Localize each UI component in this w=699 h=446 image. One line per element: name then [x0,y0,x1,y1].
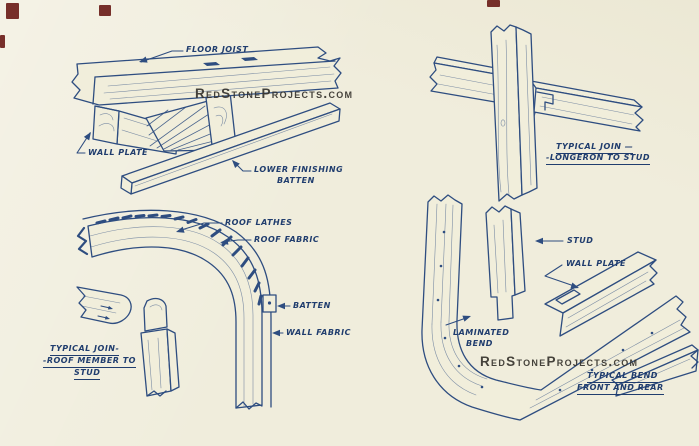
roof-member-caption-line2: -ROOF MEMBER TO [43,356,136,368]
lower-finishing-batten-label-line1: LOWER FINISHING [254,165,344,174]
stud-post [485,205,526,321]
stud-post [490,24,538,202]
roof-stud-diagram [76,209,291,410]
roof-member-caption-line3: STUD [74,368,101,380]
longeron-beam-left [429,56,502,104]
floor-joist-beam [71,46,342,106]
wall-plate-label: WALL PLATE [88,148,149,157]
roof-fabric-skin [82,209,272,408]
laminated-bend-label-line1: LAMINATED [453,328,510,337]
longeron-stud-diagram [429,24,644,202]
finishing-batten-rail [120,102,341,195]
roof-member-caption-line1: TYPICAL JOIN- [50,344,120,356]
watermark-top: RedStoneProjects.com [195,86,354,101]
red-ink-mark [487,0,500,7]
stud-cap-piece [143,297,168,332]
roof-fabric-label: ROOF FABRIC [254,235,320,244]
wall-plate-beam [544,251,658,337]
leader-lines [76,50,252,172]
bend-band [421,194,691,421]
wall-fabric-label: WALL FABRIC [286,328,351,337]
lower-finishing-batten-label-line2: BATTEN [277,176,315,185]
laminated-bend-label-line2: BEND [466,339,493,348]
laminated-bend-diagram [421,194,699,421]
floor-joist-label: FLOOR JOIST [186,45,249,54]
roof-curve-band [76,217,263,410]
leader-lines [445,237,580,326]
watermark-bottom: RedStoneProjects.com [480,354,639,369]
floor-joist-diagram [71,46,342,195]
roof-lathes-label: ROOF LATHES [225,218,293,227]
batten-clip [262,294,277,313]
red-ink-mark [6,3,19,19]
roof-member-piece [76,286,132,325]
bend-caption-line1: TYPICAL BEND [587,371,658,383]
longeron-caption-line2: -LONGERON TO STUD [546,153,650,165]
longeron-beam-right [522,80,644,132]
stud-piece [140,328,180,397]
red-ink-mark [99,5,111,16]
bend-caption-line2: FRONT AND REAR [577,383,664,395]
batten-label: BATTEN [293,301,331,310]
leader-lines [175,222,291,337]
longeron-caption-line1: TYPICAL JOIN — [556,142,634,154]
wall-plate-label-bend: WALL PLATE [566,259,627,268]
lower-rail [611,344,699,397]
red-ink-mark [0,35,5,48]
stud-label: STUD [567,236,594,245]
